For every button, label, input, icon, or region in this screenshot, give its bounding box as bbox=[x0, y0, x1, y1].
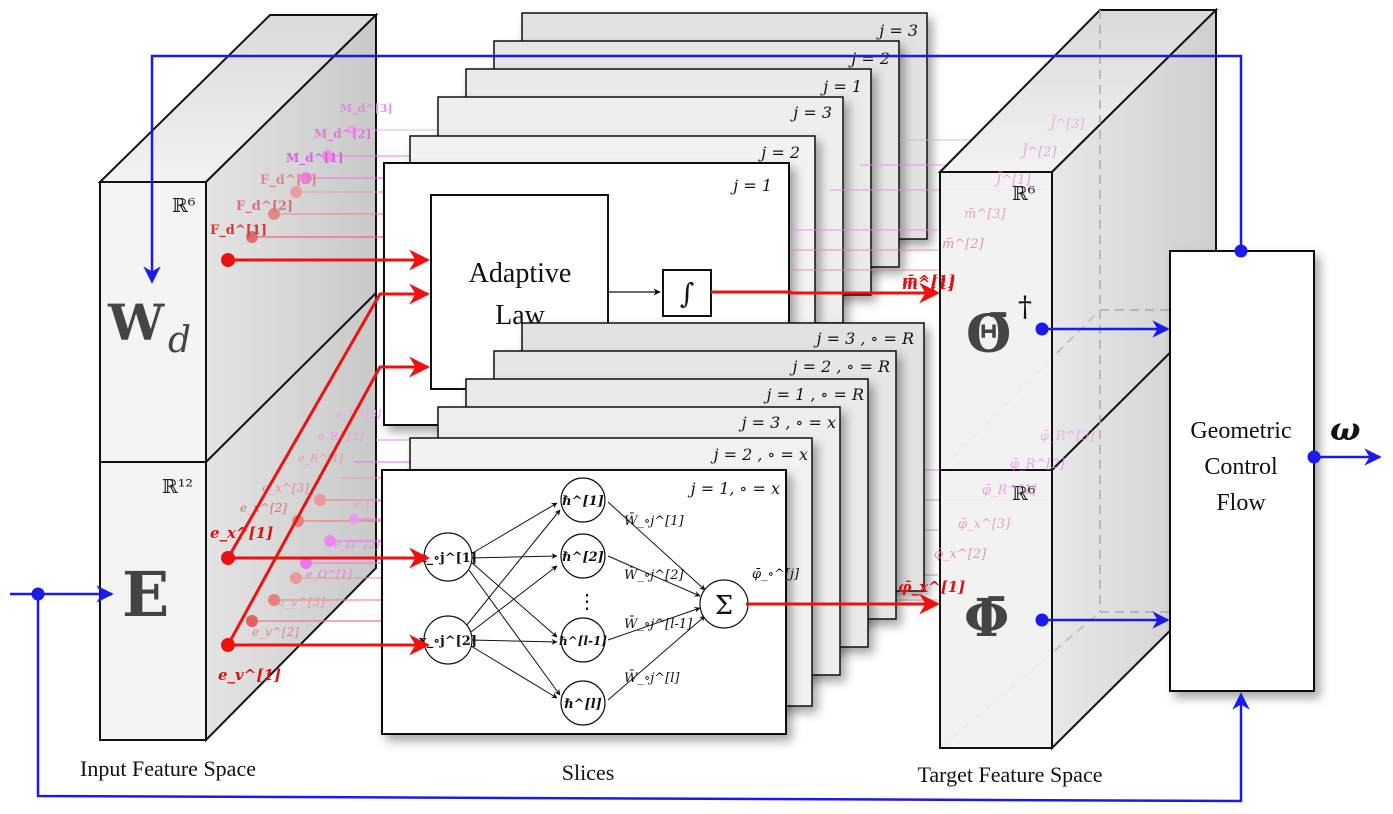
target-feature-J3: J̄^[3] bbox=[1047, 116, 1085, 132]
error-feature-ev2: e_v^[2] bbox=[252, 625, 299, 639]
target-feature-m1: m̄^[1] bbox=[902, 272, 955, 290]
weight-label-1: W̄_∘j^[1] bbox=[624, 513, 685, 529]
target-feature-phix3: φ̄_x^[3] bbox=[958, 517, 1011, 532]
hidden-label-l: ℏ^[l] bbox=[564, 697, 602, 712]
error-feature-eomega1: e_Ω^[1] bbox=[306, 568, 353, 581]
adaptive-slice-label-5: j = 2 bbox=[848, 49, 890, 68]
network-slice-label-6: j = 3 , ∘ = R bbox=[814, 329, 914, 348]
adaptive-slice-label-2: j = 2 bbox=[758, 143, 800, 162]
error-feature-ev1: e_v^[1] bbox=[218, 666, 281, 684]
input-lower-space-label: ℝ¹² bbox=[162, 476, 193, 498]
error-feature-eR1: e_R^[1] bbox=[298, 452, 344, 465]
adaptive-output-label: m̄^[1] bbox=[902, 275, 955, 293]
input-upper-space-label: ℝ⁶ bbox=[172, 195, 196, 217]
target-feature-space-caption: Target Feature Space bbox=[918, 762, 1103, 787]
target-feature-phix1: φ̄_x^[1] bbox=[898, 578, 965, 596]
network-slice-label-1: j = 1, ∘ = x bbox=[688, 479, 780, 498]
hidden-node-1 bbox=[560, 477, 606, 523]
wrench-feature-f1: F_d^[1] bbox=[210, 223, 267, 238]
wrench-feature-f2: F_d^[2] bbox=[236, 199, 293, 214]
hidden-label-2: ℏ^[2] bbox=[562, 550, 604, 565]
error-feature-ex3: e_x^[3] bbox=[262, 481, 309, 495]
force-flow-arrows bbox=[226, 249, 941, 656]
adaptive-law-label-line1: Adaptive bbox=[469, 258, 572, 289]
error-feature-ex2: e_x^[2] bbox=[240, 501, 287, 515]
adaptive-slice-label-6: j = 3 bbox=[876, 21, 918, 40]
target-feature-m3: m̄^[3] bbox=[964, 207, 1007, 222]
target-feature-phix2: φ̄_x^[2] bbox=[934, 547, 987, 562]
network-slice-label-5: j = 2 , ∘ = R bbox=[790, 357, 890, 376]
hidden-node-2 bbox=[560, 533, 606, 579]
target-feature-m2: m̄^[2] bbox=[942, 237, 985, 252]
target-feature-phiR3: φ̄_R^[3] bbox=[1040, 429, 1096, 444]
network-slice-label-3: j = 3 , ∘ = x bbox=[739, 413, 836, 432]
target-feature-phiR1: φ̄_R^[1] bbox=[982, 483, 1038, 498]
controller-label-line2: Control bbox=[1204, 454, 1278, 480]
integrator-icon: ∫ bbox=[680, 277, 695, 310]
network-slice-label-2: j = 2 , ∘ = x bbox=[711, 445, 808, 464]
target-upper-space-label: ℝ⁶ bbox=[1012, 183, 1036, 205]
target-lower-space-label: ℝ⁶ bbox=[1012, 483, 1036, 505]
target-feature-J1: J̄^[1] bbox=[993, 172, 1031, 188]
wrench-feature-m3: M_d^[3] bbox=[340, 102, 393, 116]
theta-symbol: Θ̄ bbox=[966, 304, 1011, 365]
slices-caption: Slices bbox=[562, 760, 615, 785]
controller-label-line3: Flow bbox=[1216, 490, 1266, 516]
controller-output-omega: ω bbox=[1330, 410, 1360, 448]
adaptive-slice-label-3: j = 3 bbox=[790, 103, 832, 122]
error-feature-eR3: e_R^[3] bbox=[336, 408, 382, 421]
network-slice-label-4: j = 1 , ∘ = R bbox=[764, 385, 864, 404]
wrench-feature-m1: M_d^[1] bbox=[286, 151, 343, 166]
hidden-label-l-1: ℏ^[l-1] bbox=[559, 634, 607, 648]
hidden-node-l-1 bbox=[560, 617, 606, 663]
weight-label-2: W̄_∘j^[2] bbox=[624, 567, 685, 583]
target-feature-J2: J̄^[2] bbox=[1019, 144, 1057, 160]
input-feature-space-block: ℝ⁶ ℝ¹² W d E bbox=[97, 12, 379, 743]
theta-dagger: † bbox=[1018, 290, 1032, 323]
network-input-label-2: x_∘j^[2] bbox=[419, 634, 477, 649]
geometric-control-flow-box: Geometric Control Flow bbox=[1169, 250, 1315, 692]
wrench-feature-m2: M_d^[2] bbox=[314, 127, 371, 142]
adaptive-slice-stack: j = 3 j = 2 j = 1 j = 3 j = 2 j = 1 Adap… bbox=[383, 12, 928, 426]
adaptive-slice-label-4: j = 1 bbox=[820, 77, 862, 96]
control-flow-arrows bbox=[10, 54, 1382, 803]
network-output-label: φ̄_∘^[j] bbox=[752, 567, 800, 582]
integrator-box bbox=[662, 269, 712, 317]
network-input-label-1: x_∘j^[1] bbox=[419, 551, 477, 566]
adaptive-slice-label-1: j = 1 bbox=[730, 176, 772, 195]
error-feature-eomega2: e_Ω^[2] bbox=[334, 538, 381, 551]
controller-label-line1: Geometric bbox=[1190, 418, 1291, 444]
wrench-feature-f3: F_d^[3] bbox=[260, 173, 317, 188]
weight-label-l-1: W̄_∘j^[l-1] bbox=[624, 616, 693, 632]
target-feature-phiR2: φ̄_R^[2] bbox=[1010, 457, 1066, 472]
target-feature-space-block: ℝ⁶ ℝ⁶ Θ̄ † Φ̄ J̄^[3] J̄^[2] J̄^[1] m̄^[3… bbox=[898, 7, 1219, 751]
sum-icon: Σ bbox=[715, 591, 733, 621]
error-feature-ev3: e_v^[3] bbox=[278, 595, 325, 609]
hidden-ellipsis: ⋮ bbox=[577, 589, 597, 613]
weight-label-l: W̄_∘j^[l] bbox=[624, 670, 680, 686]
input-feature-space-caption: Input Feature Space bbox=[80, 756, 256, 781]
phi-symbol: Φ̄ bbox=[964, 588, 1009, 649]
wrench-symbol: W bbox=[107, 293, 165, 352]
hidden-node-l bbox=[560, 680, 606, 726]
hidden-label-1: ℏ^[1] bbox=[562, 494, 604, 509]
wrench-subscript: d bbox=[168, 320, 191, 361]
network-slice-stack: j = 3 , ∘ = R j = 2 , ∘ = R j = 1 , ∘ = … bbox=[381, 322, 925, 735]
error-symbol: E bbox=[122, 558, 169, 631]
